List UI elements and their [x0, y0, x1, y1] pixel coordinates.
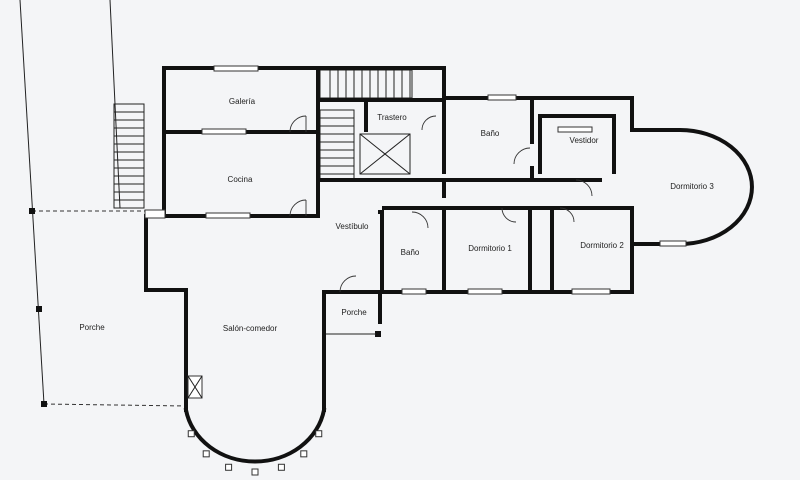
room-dormitorio-2: Dormitorio 2 [580, 241, 624, 250]
room-vestidor: Vestidor [570, 136, 599, 145]
room-porche-small: Porche [341, 308, 367, 317]
room-vestibulo: Vestíbulo [336, 222, 369, 231]
room-dormitorio-1: Dormitorio 1 [468, 244, 512, 253]
room-salon-comedor: Salón-comedor [223, 324, 278, 333]
room-labels: Galería Cocina Trastero Baño Vestidor Do… [79, 97, 714, 333]
exterior-stairs [113, 103, 145, 209]
salon-bay [183, 407, 327, 476]
room-galeria: Galería [229, 97, 256, 106]
doors [289, 115, 593, 293]
room-bano-top: Baño [481, 129, 500, 138]
room-bano-mid: Baño [401, 248, 420, 257]
room-dormitorio-3: Dormitorio 3 [670, 182, 714, 191]
room-porche-left: Porche [79, 323, 105, 332]
windows [144, 65, 687, 399]
room-cocina: Cocina [228, 175, 253, 184]
porch-outline [29, 208, 381, 407]
room-trastero: Trastero [377, 113, 407, 122]
